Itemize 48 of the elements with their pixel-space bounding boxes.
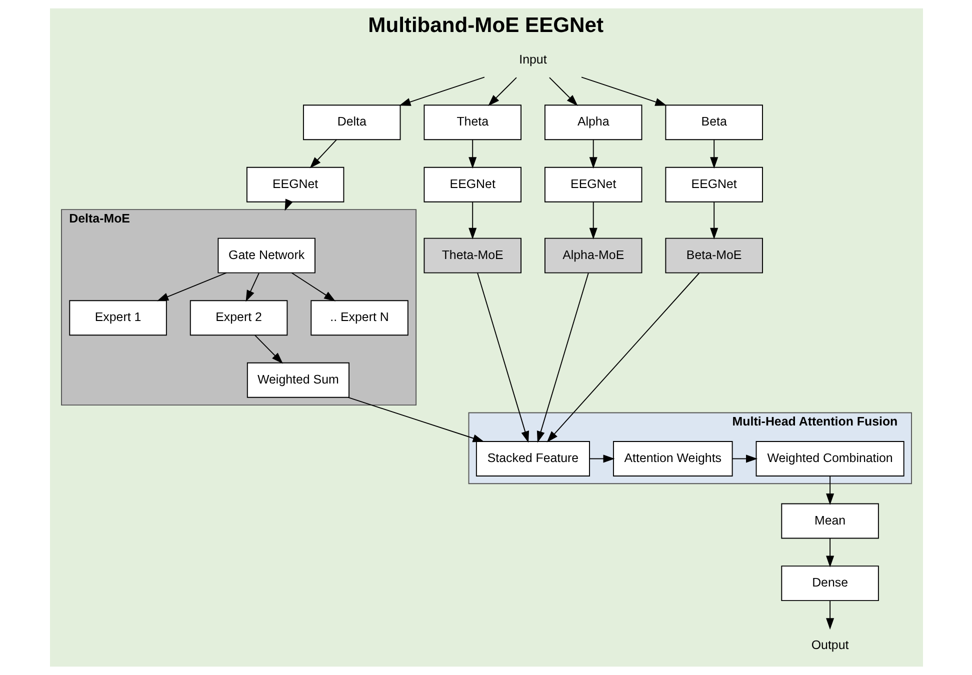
node-box: Expert 2 bbox=[189, 300, 288, 336]
arrow bbox=[347, 396, 484, 442]
arrow bbox=[588, 454, 614, 463]
arrow bbox=[826, 538, 834, 568]
arrow bbox=[826, 476, 834, 506]
node-box: Dense bbox=[780, 566, 878, 602]
node-box: Theta bbox=[423, 104, 521, 140]
arrow bbox=[309, 139, 336, 168]
arrow bbox=[588, 139, 597, 169]
node-box: EEGNet bbox=[544, 166, 642, 202]
diagram-title: Multiband-MoE EEGNet bbox=[368, 14, 604, 37]
node-box: Stacked Feature bbox=[475, 441, 590, 476]
arrow bbox=[290, 272, 336, 302]
node-text: Input bbox=[518, 52, 546, 66]
arrow bbox=[731, 454, 758, 463]
arrow bbox=[536, 272, 588, 443]
arrow bbox=[245, 272, 259, 302]
arrow bbox=[580, 76, 666, 106]
arrow bbox=[468, 139, 476, 169]
node-box: Attention Weights bbox=[612, 441, 732, 476]
arrow bbox=[826, 600, 834, 630]
arrow bbox=[476, 272, 529, 443]
arrow bbox=[710, 201, 718, 240]
arrow bbox=[546, 272, 700, 442]
node-box: .. Expert N bbox=[310, 300, 408, 336]
arrow bbox=[710, 139, 718, 169]
arrow bbox=[548, 77, 578, 106]
node-box: EEGNet bbox=[423, 166, 521, 202]
node-box: Alpha bbox=[544, 104, 642, 140]
node-box: Mean bbox=[780, 503, 878, 539]
node-box: Weighted Sum bbox=[246, 362, 349, 398]
node-box: Theta-MoE bbox=[423, 238, 521, 274]
arrow bbox=[284, 198, 292, 211]
arrow bbox=[254, 334, 282, 364]
node-box: Weighted Combination bbox=[755, 441, 904, 476]
arrow bbox=[488, 77, 516, 106]
arrow bbox=[468, 201, 476, 240]
node-box: Alpha-MoE bbox=[544, 238, 642, 274]
node-box: Expert 1 bbox=[68, 300, 166, 336]
node-box: Gate Network bbox=[217, 238, 315, 274]
node-box: EEGNet bbox=[664, 166, 762, 202]
node-box: Beta-MoE bbox=[664, 238, 762, 274]
node-box: Delta bbox=[302, 104, 400, 140]
arrow bbox=[588, 201, 597, 240]
node-box: Beta bbox=[664, 104, 762, 140]
node-text: Output bbox=[810, 638, 848, 652]
arrow bbox=[398, 76, 484, 106]
arrow bbox=[156, 272, 226, 302]
